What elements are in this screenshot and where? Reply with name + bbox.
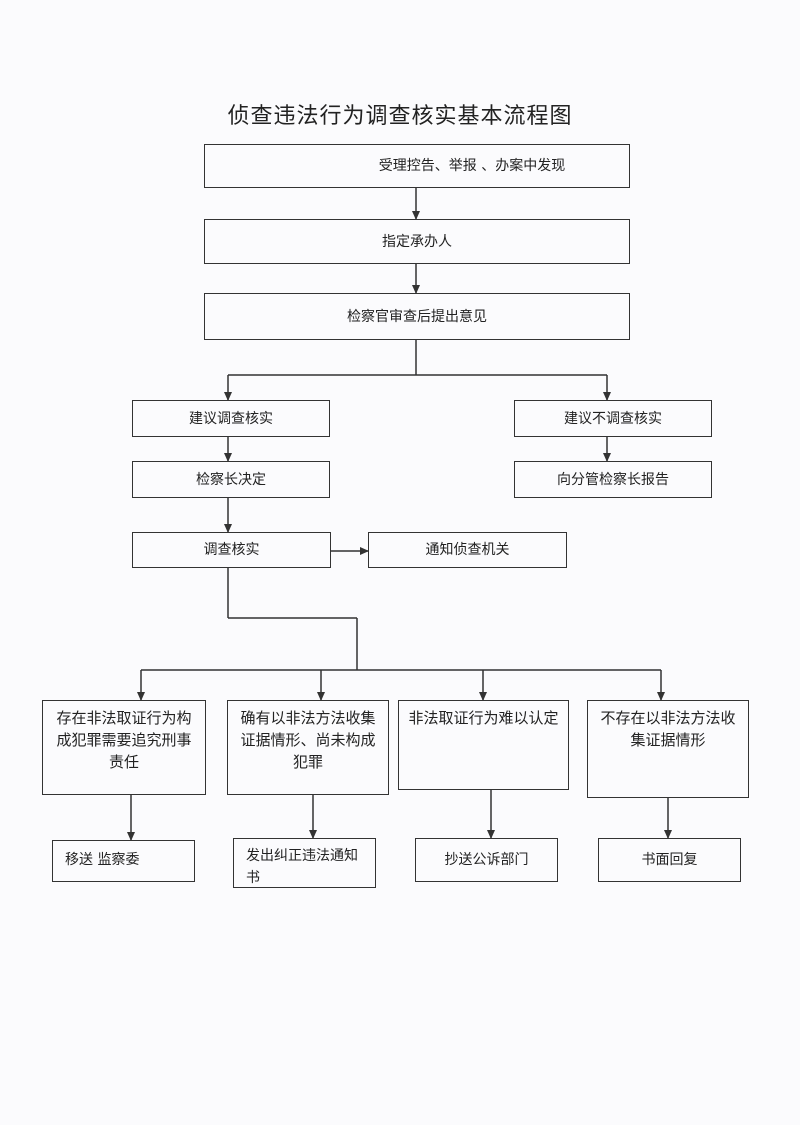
node-suggest-investigate: 建议调查核实: [132, 400, 330, 437]
node-notify-police: 通知侦查机关: [368, 532, 567, 568]
node-outcome1-label: 移送 监察委: [65, 852, 140, 868]
node-outcome4: 书面回复: [598, 838, 741, 882]
node-outcome3-label: 抄送公诉部门: [444, 852, 529, 868]
node-case1: 存在非法取证行为构成犯罪需要追究刑事责任: [42, 700, 206, 795]
node-investigate-label: 调查核实: [203, 542, 260, 558]
node-case2: 确有以非法方法收集证据情形、尚未构成犯罪: [227, 700, 389, 795]
node-suggest-not-investigate: 建议不调查核实: [514, 400, 712, 437]
node-case4: 不存在以非法方法收集证据情形: [587, 700, 749, 798]
page-title: 侦查违法行为调查核实基本流程图: [227, 104, 573, 129]
node-assign-label: 指定承办人: [382, 233, 452, 250]
node-report-deputy: 向分管检察长报告: [514, 461, 712, 498]
node-receive-label: 受理控告、举报 、办案中发现: [378, 158, 566, 174]
node-case2-label: 确有以非法方法收集证据情形、尚未构成犯罪: [240, 709, 376, 771]
node-suggest-investigate-label: 建议调查核实: [189, 410, 273, 427]
node-notify-police-label: 通知侦查机关: [425, 542, 510, 558]
node-case3-label: 非法取证行为难以认定: [408, 709, 559, 727]
node-investigate: 调查核实: [132, 532, 331, 568]
node-assign: 指定承办人: [204, 219, 630, 264]
node-suggest-not-investigate-label: 建议不调查核实: [564, 410, 662, 427]
node-outcome2-label: 发出纠正违法通知书: [246, 848, 358, 886]
node-case4-label: 不存在以非法方法收集证据情形: [600, 709, 736, 749]
node-case3: 非法取证行为难以认定: [398, 700, 569, 790]
node-outcome3: 抄送公诉部门: [415, 838, 558, 882]
node-outcome1: 移送 监察委: [52, 840, 195, 882]
node-chief-decides-label: 检察长决定: [196, 471, 266, 488]
node-prosecutor-review: 检察官审查后提出意见: [204, 293, 630, 340]
node-chief-decides: 检察长决定: [132, 461, 330, 498]
node-outcome2: 发出纠正违法通知书: [233, 838, 376, 888]
node-report-deputy-label: 向分管检察长报告: [557, 471, 669, 488]
node-case1-label: 存在非法取证行为构成犯罪需要追究刑事责任: [56, 709, 192, 771]
node-outcome4-label: 书面回复: [641, 852, 698, 868]
node-prosecutor-review-label: 检察官审查后提出意见: [347, 308, 487, 325]
node-receive: 受理控告、举报 、办案中发现: [204, 144, 630, 188]
